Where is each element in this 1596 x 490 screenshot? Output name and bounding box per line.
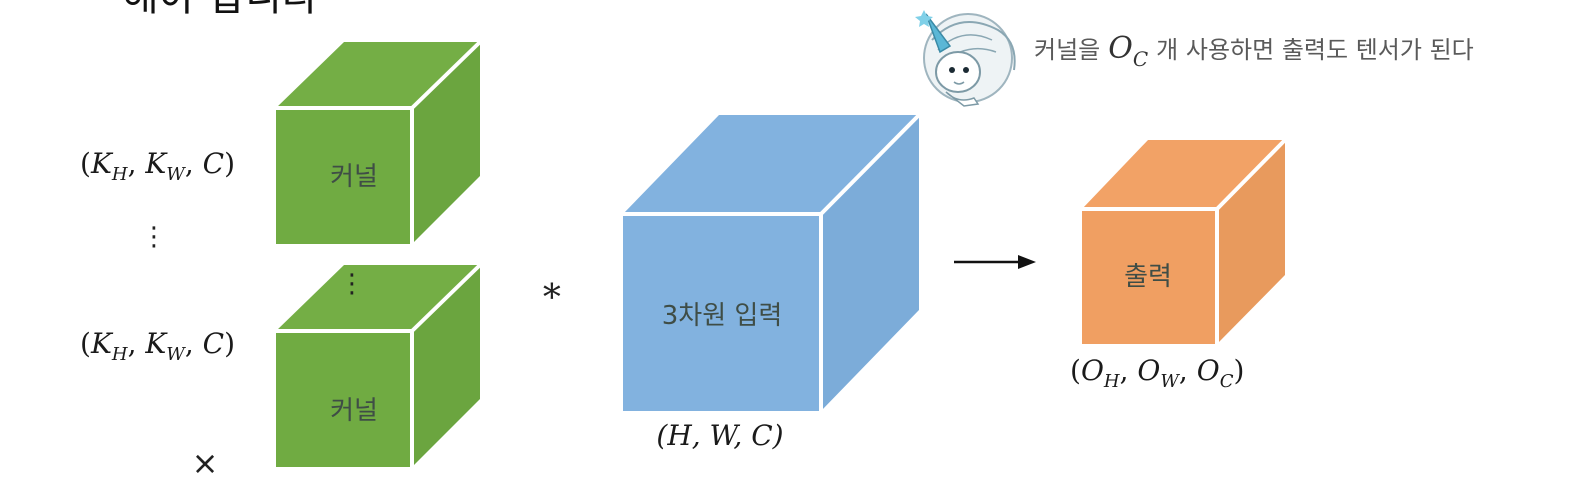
input-cube-label: 3차원 입력: [662, 301, 783, 331]
output-cube-top: [1082, 140, 1285, 209]
output-cube-front: [1082, 209, 1217, 344]
kernel-dims-dots: ⋮: [141, 222, 167, 252]
input-cube-side: [821, 115, 919, 411]
kernel-cube-2: 커널 ⋮: [276, 263, 482, 467]
input-cube: 3차원 입력: [623, 113, 921, 411]
kernel-dims-1: (KH, KW, C): [80, 147, 235, 185]
kernel-cube-2-dots: ⋮: [339, 269, 365, 299]
output-cube-label: 출력: [1124, 262, 1172, 292]
input-dims: (H, W, C): [656, 419, 783, 452]
heading-text: 해야 합니다: [122, 0, 319, 20]
output-cube: 출력: [1082, 138, 1287, 344]
output-dims: (OH, OW, OC): [1070, 354, 1244, 392]
kernel-dims-2: (KH, KW, C): [80, 327, 235, 365]
times-symbol: ×: [192, 444, 219, 482]
kernel-cube-2-label: 커널: [330, 396, 378, 426]
kernel-cube-1-edge-diag: [410, 40, 482, 110]
kernel-cube-2-edge-diag: [410, 263, 482, 333]
kernel-cube-1-front: [276, 108, 412, 244]
kernel-cube-1-label: 커널: [330, 162, 378, 192]
output-cube-edge-diag: [1215, 138, 1287, 211]
kernel-cube-2-front: [276, 331, 412, 467]
unicorn-mascot-icon: [915, 10, 1016, 107]
kernel-cube-1: 커널: [276, 40, 482, 244]
input-cube-edge-diag: [819, 113, 921, 216]
convolution-operator: ∗: [540, 270, 564, 311]
output-cube-side: [1217, 140, 1285, 344]
arrow-icon: [954, 255, 1036, 269]
input-cube-front: [623, 214, 821, 411]
